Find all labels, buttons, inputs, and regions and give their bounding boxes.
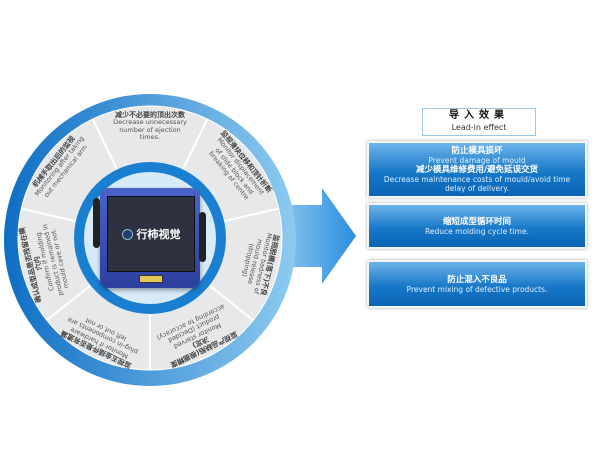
effect-box: 防止模具损坏 Prevent damage of mould 减少模具维修费用/…: [367, 141, 587, 198]
effect-title-zh: 缩短成型循环时间: [442, 216, 511, 227]
segment-divider: [21, 207, 77, 223]
effect-box: 缩短成型循环时间 Reduce molding cycle time.: [367, 203, 587, 249]
device-brand: 行柿视觉: [136, 228, 181, 241]
logo-icon: [121, 228, 133, 240]
device-nameplate: [139, 275, 163, 283]
left-probe: [93, 198, 100, 248]
effects-title-zh: 导入效果: [449, 110, 509, 121]
effect-box: 防止混入不良品 Prevent mixing of defective prod…: [367, 260, 587, 308]
right-probe: [199, 212, 206, 262]
effect-sub-zh: 减少模具维修费用/避免延误交货: [415, 165, 539, 175]
vision-device: 行柿视觉: [100, 188, 200, 288]
effect-title-zh: 防止混入不良品: [447, 274, 507, 285]
segment-label-en: Decrease unnecessary number of ejection …: [113, 118, 187, 141]
effect-sub-en: Decrease maintenance costs of mould/avoi…: [383, 175, 571, 193]
segment-divider: [182, 118, 209, 170]
effect-title-zh: 防止模具损坏: [451, 146, 503, 156]
segment-divider: [208, 284, 254, 322]
effects-title-en: Lead-in effect: [451, 123, 507, 132]
effects-header: 导入效果 Lead-in effect: [422, 108, 536, 136]
segment-divider: [91, 118, 118, 170]
segment-divider: [223, 207, 279, 223]
effect-title-en: Reduce molding cycle time.: [425, 226, 529, 236]
segment-divider: [46, 284, 92, 322]
device-screen: 行柿视觉: [107, 196, 195, 272]
effect-title-en: Prevent damage of mould: [428, 156, 526, 165]
effect-title-en: Prevent mixing of defective products.: [406, 284, 548, 294]
segment-label-zh: 减少不必要的顶出次数: [115, 111, 185, 119]
